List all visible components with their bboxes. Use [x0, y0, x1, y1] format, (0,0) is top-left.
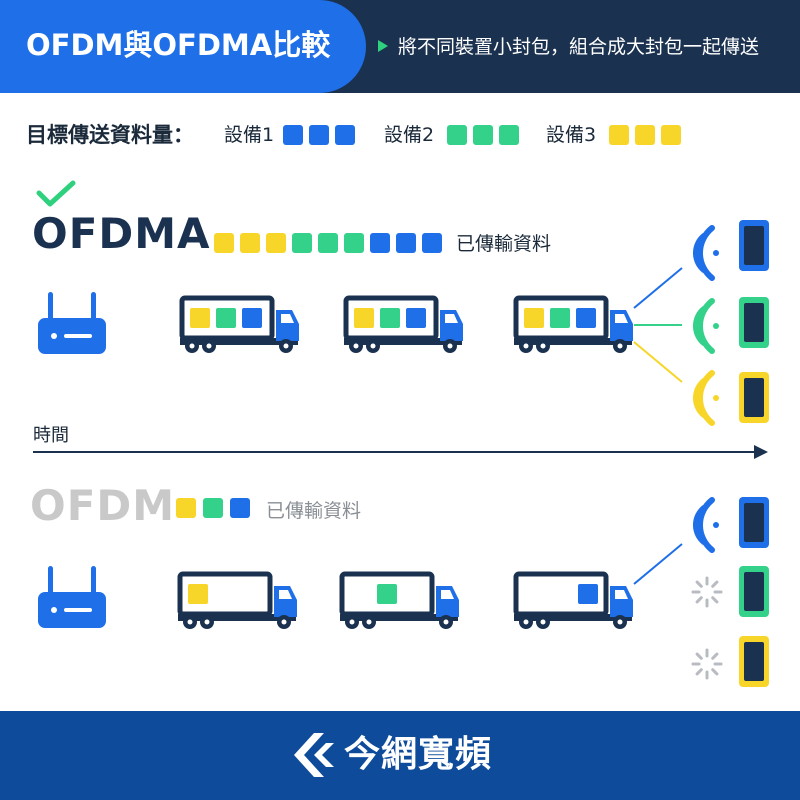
check-icon: [36, 180, 76, 207]
device-2-label: 設備2: [384, 124, 435, 146]
phone-icon: [739, 497, 769, 548]
ofdma-transferred-packet: [292, 233, 312, 253]
ofdm-link-device1: [633, 543, 683, 585]
ofdm-transferred-packet: [203, 498, 223, 518]
phone-icon: [739, 566, 769, 617]
ofdma-transferred-packet: [240, 233, 260, 253]
device-3-label: 設備3: [546, 124, 597, 146]
ofdma-truck-1: [180, 298, 299, 353]
target-data-label: 目標傳送資料量：: [26, 123, 194, 147]
phone-icon: [739, 636, 769, 687]
ofdm-title: OFDM: [30, 481, 176, 530]
ofdma-transferred-packet: [396, 233, 416, 253]
wifi-signal-icon: [692, 225, 719, 281]
ofdm-truck-2: [340, 574, 459, 629]
ofdm-transferred-label: 已傳輸資料: [266, 500, 362, 522]
device-1-packet: [309, 125, 329, 145]
device-1-label: 設備1: [224, 124, 275, 146]
phone-icon: [739, 220, 769, 271]
ofdma-transferred-packet: [344, 233, 364, 253]
header-title-pill: [0, 0, 366, 93]
ofdma-truck-3: [514, 298, 633, 353]
ofdma-truck-2: [344, 298, 463, 353]
brand-logo-icon: [294, 733, 334, 777]
wifi-signal-icon: [692, 298, 719, 354]
ofdm-transferred-packet: [230, 498, 250, 518]
device-3-packet: [609, 125, 629, 145]
time-axis-arrow: [33, 445, 768, 459]
play-triangle-icon: [378, 40, 388, 52]
brand-name: 今網寬頻: [344, 734, 493, 775]
device-1-packet: [283, 125, 303, 145]
phone-icon: [739, 297, 769, 348]
time-axis-label: 時間: [33, 425, 69, 446]
ofdma-transferred-packet: [214, 233, 234, 253]
ofdm-transferred-packet: [176, 498, 196, 518]
ofdma-transferred-packet: [370, 233, 390, 253]
device-1-packet: [335, 125, 355, 145]
ofdma-transferred-label: 已傳輸資料: [456, 233, 552, 255]
ofdm-router-icon: [38, 566, 106, 628]
ofdm-truck-3: [514, 574, 633, 629]
device-3-packet: [635, 125, 655, 145]
ofdma-link-device1: [633, 267, 683, 309]
ofdma-transferred-packet: [318, 233, 338, 253]
page-title: OFDM與OFDMA比較: [26, 28, 331, 62]
device-2-packet: [499, 125, 519, 145]
ofdm-truck-1: [178, 574, 297, 629]
ofdma-link-device3: [633, 341, 683, 383]
device-2-packet: [447, 125, 467, 145]
phone-icon: [739, 372, 769, 423]
device-3-packet: [661, 125, 681, 145]
footer-bar: [0, 711, 800, 800]
ofdma-transferred-packet: [422, 233, 442, 253]
wifi-signal-icon: [692, 370, 719, 426]
ofdma-title: OFDMA: [32, 209, 211, 258]
loading-spinner-icon: [691, 648, 723, 680]
loading-spinner-icon: [691, 576, 723, 608]
page-subtitle: 將不同裝置小封包，組合成大封包一起傳送: [398, 36, 760, 58]
device-2-packet: [473, 125, 493, 145]
ofdma-transferred-packet: [266, 233, 286, 253]
wifi-signal-icon: [692, 497, 719, 553]
ofdma-router-icon: [38, 292, 106, 354]
